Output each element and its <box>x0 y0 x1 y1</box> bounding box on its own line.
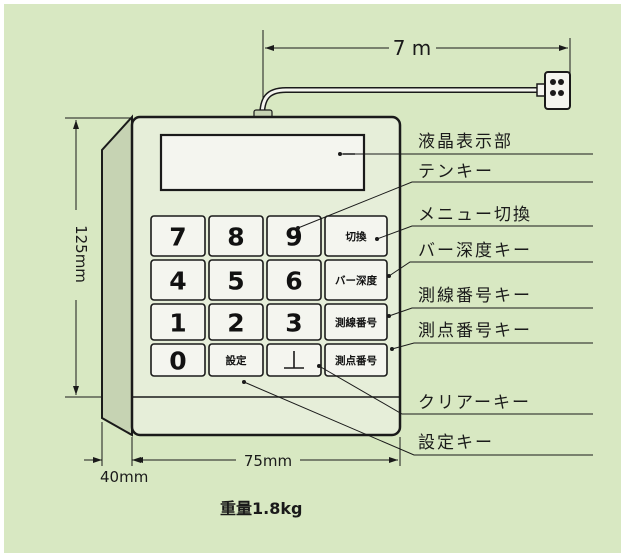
key-label: 8 <box>227 223 244 252</box>
key-label: 6 <box>285 267 302 296</box>
cable-arrow-left <box>265 45 274 51</box>
key-r3-c1[interactable]: 1 <box>150 303 206 341</box>
key-label: 4 <box>169 267 186 296</box>
key-face[interactable] <box>266 259 322 301</box>
depth-arrow-left <box>93 457 102 463</box>
key-face[interactable] <box>324 303 388 341</box>
key-face[interactable] <box>324 259 388 301</box>
callout-set-key: 設定キー <box>418 433 494 453</box>
key-face[interactable] <box>208 343 264 377</box>
callout-clear-key: クリアーキー <box>418 393 531 413</box>
key-face[interactable] <box>150 215 206 257</box>
weight-label: 重量1.8kg <box>220 499 302 518</box>
callout-survey-point-key: 測点番号キー <box>418 321 532 341</box>
key-face[interactable] <box>150 343 206 377</box>
key-label: バー深度 <box>335 274 377 287</box>
key-label: 測点番号 <box>335 354 377 367</box>
width-arrow-left <box>134 457 143 463</box>
key-r4-c3[interactable] <box>266 343 322 377</box>
key-r3-c2[interactable]: 2 <box>208 303 264 341</box>
key-r1-c2[interactable]: 8 <box>208 215 264 257</box>
height-label: 125mm <box>72 225 90 283</box>
key-r1-c4[interactable]: 切換 <box>324 215 388 257</box>
connector-plug-icon <box>536 71 571 110</box>
key-r4-c2[interactable]: 設定 <box>208 343 264 377</box>
key-r4-c1[interactable]: 0 <box>150 343 206 377</box>
key-face[interactable] <box>324 215 388 257</box>
key-r2-c1[interactable]: 4 <box>150 259 206 301</box>
key-label: 設定 <box>226 354 247 367</box>
callout-lcd: 液晶表示部 <box>418 132 513 152</box>
callout-leaders <box>243 153 593 456</box>
key-face[interactable] <box>266 303 322 341</box>
height-arrow-top <box>73 120 79 129</box>
key-face[interactable] <box>324 343 388 377</box>
key-r2-c3[interactable]: 6 <box>266 259 322 301</box>
callout-numeric-keys: テンキー <box>418 162 494 182</box>
key-r3-c3[interactable]: 3 <box>266 303 322 341</box>
key-r2-c2[interactable]: 5 <box>208 259 264 301</box>
key-label: 3 <box>285 309 302 338</box>
height-arrow-bottom <box>73 386 79 395</box>
key-r3-c4[interactable]: 測線番号 <box>324 303 388 341</box>
callout-menu-switch: メニュー切換 <box>418 205 532 225</box>
key-face[interactable] <box>208 215 264 257</box>
key-face[interactable] <box>150 303 206 341</box>
lcd-display <box>159 133 366 192</box>
key-label: 5 <box>227 267 244 296</box>
callout-bar-depth-key: バー深度キー <box>418 241 532 261</box>
width-label: 75mm <box>244 452 292 470</box>
key-face[interactable] <box>266 215 322 257</box>
width-arrow-right <box>389 457 398 463</box>
key-face[interactable] <box>150 259 206 301</box>
key-r1-c1[interactable]: 7 <box>150 215 206 257</box>
callout-dots <box>242 152 394 384</box>
key-label: 切換 <box>346 230 367 243</box>
cable-length-label: 7 m <box>393 36 432 60</box>
depth-label: 40mm <box>100 468 148 486</box>
key-face[interactable] <box>208 303 264 341</box>
key-label: 1 <box>169 309 186 338</box>
clear-key-icon <box>284 351 304 369</box>
key-r2-c4[interactable]: バー深度 <box>324 259 388 301</box>
callout-survey-line-key: 測線番号キー <box>418 286 532 306</box>
key-label: 0 <box>169 347 186 376</box>
key-r1-c3[interactable]: 9 <box>266 215 322 257</box>
key-label: 測線番号 <box>335 316 377 329</box>
key-label: 2 <box>227 309 244 338</box>
cable-arrow-right <box>559 45 568 51</box>
key-face[interactable] <box>208 259 264 301</box>
key-r4-c4[interactable]: 測点番号 <box>324 343 388 377</box>
key-label: 7 <box>169 223 186 252</box>
